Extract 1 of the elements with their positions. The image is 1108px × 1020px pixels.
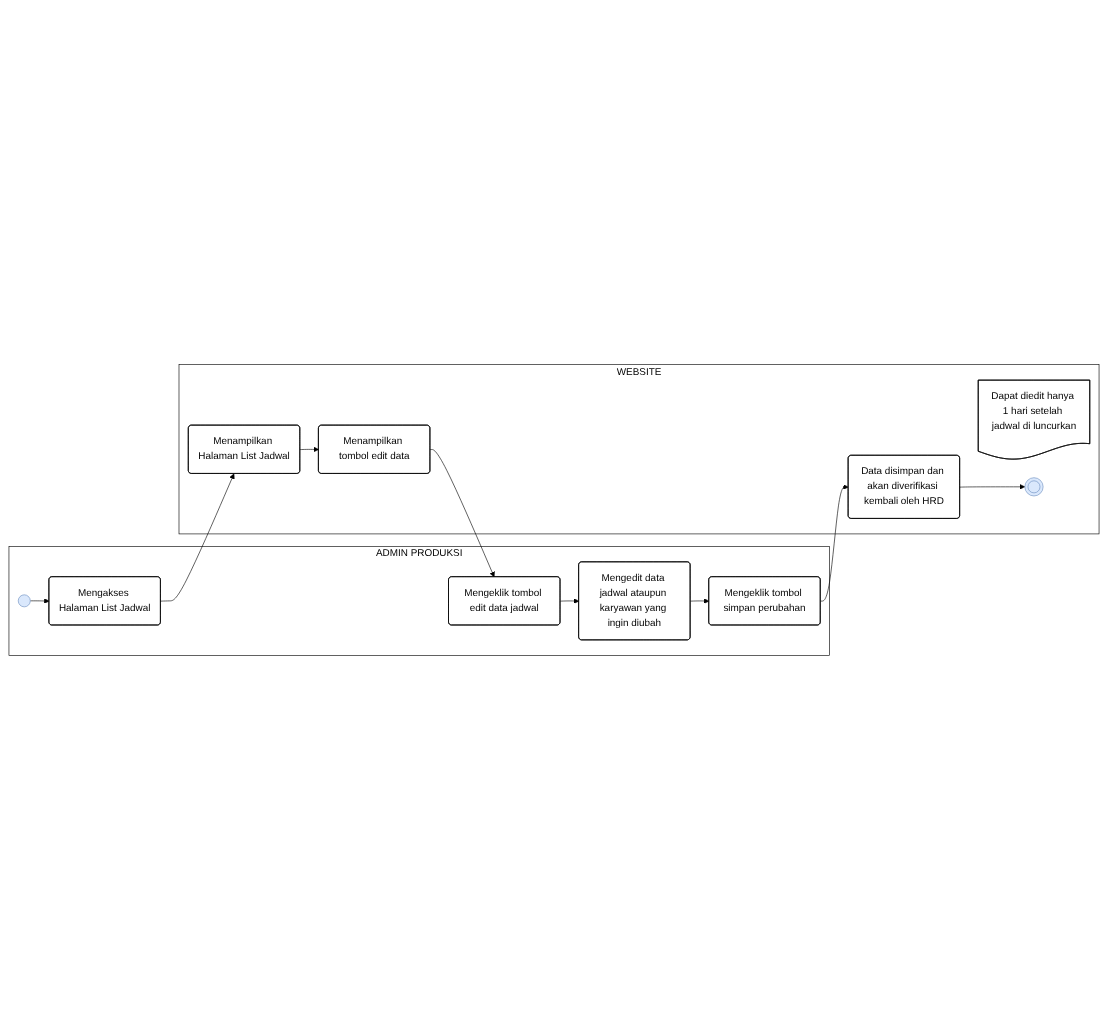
node-circle	[17, 594, 31, 608]
